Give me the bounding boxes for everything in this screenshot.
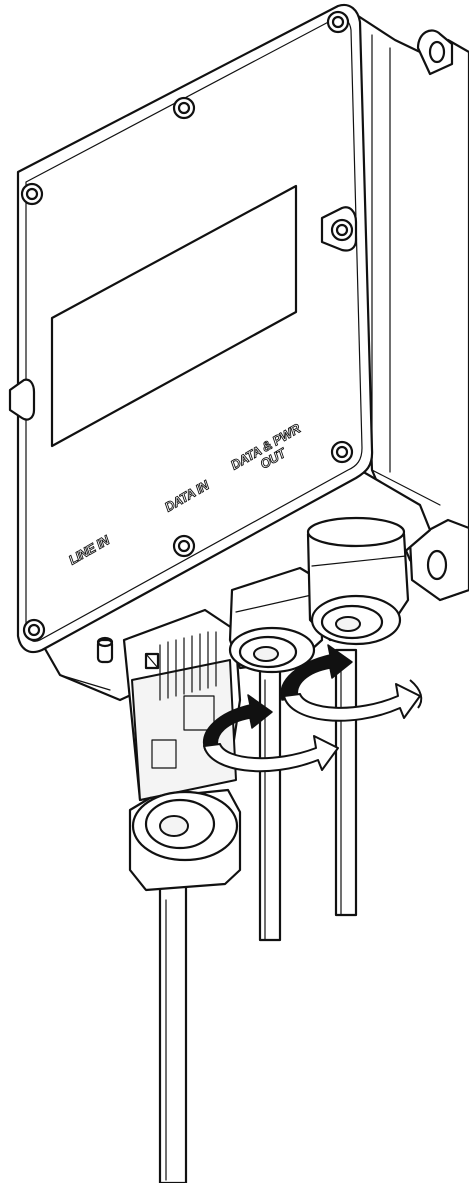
screw-icon [172,534,196,558]
screw-icon [172,96,196,120]
collar-ribs [159,631,217,701]
screw-icon [330,218,354,242]
cable-line-in [158,878,188,1183]
cable-data-pwr-out [334,648,358,917]
enclosure-lid [8,3,374,654]
screw-icon [330,440,354,464]
lid-screws [20,10,354,642]
screw-icon [326,10,350,34]
clockwise-rotation-arrow-icon [202,694,339,773]
screw-icon [20,182,44,206]
screw-icon [22,618,46,642]
clockwise-rotation-arrow-icon [280,644,423,722]
line-in-connector [122,608,242,892]
data-pwr-out-gland [306,516,410,646]
enclosure-side-depth [350,10,469,602]
grounding-stud [96,636,114,664]
data-in-gland [228,566,324,674]
label-window [50,184,298,448]
